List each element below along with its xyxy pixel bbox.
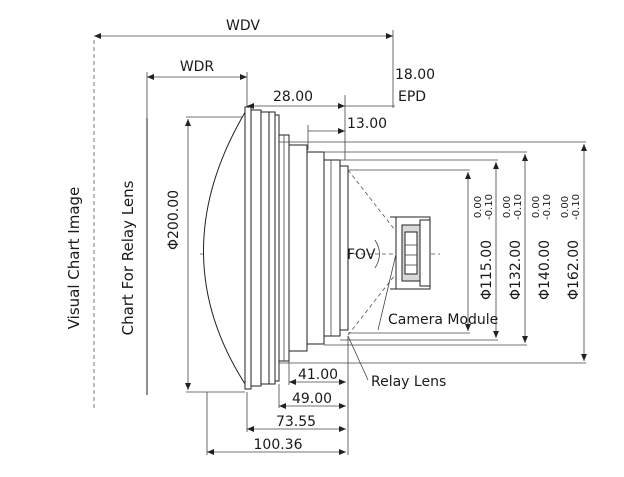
camera-lens-barrel (404, 231, 418, 275)
relay-lens-callout: Relay Lens (347, 335, 446, 390)
phi132-group: Φ132.00 0.00 -0.10 (502, 194, 524, 300)
phi162-group: Φ162.00 0.00 -0.10 (560, 194, 582, 300)
phi132-label: Φ132.00 (508, 240, 524, 300)
wdr-label: WDR (180, 59, 215, 75)
phi162-label: Φ162.00 (566, 240, 582, 300)
camera-module: Camera Module (377, 216, 498, 331)
phi140-tol-upper: 0.00 (531, 196, 542, 218)
phi140-group: Φ140.00 0.00 -0.10 (531, 194, 553, 300)
dim-phi200: Φ200.00 (166, 116, 245, 393)
phi132-tol-lower: -0.10 (513, 194, 524, 220)
phi132-tol-upper: 0.00 (502, 196, 513, 218)
dim-41-label: 41.00 (298, 367, 338, 383)
relay-lens-label: Relay Lens (371, 374, 446, 390)
lens-ring-4 (268, 111, 276, 385)
front-dome-lens (203, 107, 248, 389)
fov-label: FOV (347, 247, 376, 263)
dim-73-label: 73.55 (276, 414, 316, 430)
lens-ring-2 (250, 109, 262, 387)
dim-28-label: 28.00 (273, 89, 313, 105)
lens-ring-1 (244, 106, 252, 390)
epd-dimension: 18.00 EPD (395, 67, 435, 105)
phi115-tol-upper: 0.00 (473, 196, 484, 218)
visual-chart-image-label: Visual Chart Image (65, 187, 83, 330)
camera-pcb (419, 219, 431, 287)
lens-ring-3 (260, 111, 270, 385)
lens-step-5 (339, 165, 349, 331)
chart-for-relay-lens-label: Chart For Relay Lens (119, 180, 137, 335)
lens-step-3 (306, 151, 325, 345)
phi-dimension-lines (279, 141, 587, 364)
dim-49-label: 49.00 (292, 391, 332, 407)
relay-lens-body (203, 106, 349, 390)
bottom-dimensions: 41.00 49.00 73.55 100.36 (206, 336, 349, 455)
phi115-tol-lower: -0.10 (484, 194, 495, 220)
phi115-group: Φ115.00 0.00 -0.10 (473, 194, 495, 300)
epd-label: EPD (398, 89, 426, 105)
lens-step-2 (288, 144, 308, 352)
dim-13: 13.00 (307, 116, 387, 150)
epd-value: 18.00 (395, 67, 435, 83)
fov-group: FOV (347, 169, 396, 336)
dim-100-label: 100.36 (254, 437, 303, 453)
visual-chart-image-group: Visual Chart Image (65, 40, 95, 410)
phi115-label: Φ115.00 (479, 240, 495, 300)
wdv-label: WDV (226, 18, 260, 34)
wdv-dimension: WDV (94, 18, 394, 108)
relay-chart-group: Chart For Relay Lens (119, 118, 148, 395)
phi140-tol-lower: -0.10 (542, 194, 553, 220)
dim-28: 28.00 (247, 89, 395, 160)
lens-step-4 (323, 159, 341, 337)
lens-ring-5 (274, 114, 280, 382)
wdr-dimension: WDR (146, 59, 248, 118)
phi162-tol-lower: -0.10 (571, 194, 582, 220)
camera-module-label: Camera Module (388, 312, 498, 328)
dim-13-label: 13.00 (347, 116, 387, 132)
phi162-tol-upper: 0.00 (560, 196, 571, 218)
phi200-label: Φ200.00 (166, 190, 182, 250)
phi140-label: Φ140.00 (537, 240, 553, 300)
